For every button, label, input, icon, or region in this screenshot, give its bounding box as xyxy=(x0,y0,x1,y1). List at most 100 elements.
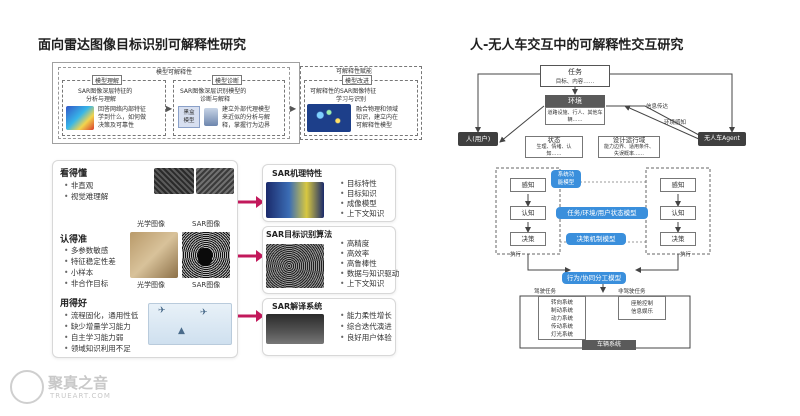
black-box-model-l1: 黑盒 xyxy=(183,110,195,116)
sar-mechanism-item-2: 目标知识 xyxy=(340,188,377,199)
left-arrows xyxy=(238,196,264,322)
black-box-model-l2: 模型 xyxy=(183,118,195,124)
environment-header: 环境 xyxy=(545,95,605,107)
system-ability-l1: 系统功 xyxy=(557,172,575,178)
sar-mechanism-item-4: 上下文知识 xyxy=(340,208,385,219)
interpretability-group xyxy=(58,67,290,139)
sar-algorithm-image xyxy=(266,244,324,288)
section-use-title: 用得好 xyxy=(60,299,88,309)
improve-desc-1: 融合物理和领域 xyxy=(356,106,399,113)
left-cognize-node: 认知 xyxy=(510,206,546,220)
group3-title: 可解释性赋能 xyxy=(336,68,373,75)
behavior-cooperation-model: 行为/协同分工模型 xyxy=(562,272,626,284)
task-sub: 目标、内容…… xyxy=(555,79,595,85)
function-infotainment: 信息娱乐 xyxy=(630,309,653,315)
sar-system-image xyxy=(266,314,324,344)
black-box-model: 黑盒 模型 xyxy=(178,106,200,128)
section-see-item-1: 非直观 xyxy=(64,180,94,191)
section-recognize-item-3: 小样本 xyxy=(64,267,94,278)
heatmap-image xyxy=(66,106,94,130)
watermark-cn: 聚真之音 xyxy=(48,374,109,392)
feature-analysis-line2: 分析与理解 xyxy=(86,96,117,103)
function-brake: 制动系统 xyxy=(550,308,573,314)
right-perceive-node: 感知 xyxy=(660,178,696,192)
watermark-logo-icon xyxy=(10,370,44,404)
sar-system-item-3: 良好用户体验 xyxy=(340,332,392,343)
aircraft-icon: ✈ xyxy=(200,308,208,318)
info-label: 信息传达 xyxy=(646,104,669,110)
sar-algorithm-item-4: 数据与知识驱动 xyxy=(340,268,400,279)
sar-algorithm-item-1: 高精度 xyxy=(340,238,370,249)
section-recognize-item-1: 多参数敏感 xyxy=(64,245,109,256)
section-recognize-item-2: 特征稳定性差 xyxy=(64,256,116,267)
network-image xyxy=(307,104,351,132)
label-optical-top: 光学图像 xyxy=(137,220,165,228)
state-box: 状态 生理、情绪、认 知…… xyxy=(525,136,583,158)
section-use-item-4: 领域知识利用不足 xyxy=(64,343,131,354)
left-page-title: 面向雷达图像目标识别可解释性研究 xyxy=(38,38,247,53)
exec-right-label: 执行 xyxy=(680,252,692,258)
sar-mechanism-image xyxy=(266,182,324,218)
label-optical-bottom: 光学图像 xyxy=(137,281,165,289)
sar-image-top-right xyxy=(196,168,234,194)
model-diagnosis-tag: 模型诊断 xyxy=(212,75,242,85)
function-cabin: 座舱控制 xyxy=(630,301,653,307)
task-env-user-model: 任务/环境/用户状态模型 xyxy=(556,207,648,219)
diagnosis-line2: 诊断与解释 xyxy=(200,96,231,103)
feature-desc-2: 学到什么，如何做 xyxy=(98,114,147,121)
improve-line1: 可解释性的SAR图像特征 xyxy=(310,88,377,95)
section-recognize-item-4: 非合作目标 xyxy=(64,278,109,289)
odd-label: 设计运行域 xyxy=(612,136,646,144)
task-label: 任务 xyxy=(568,68,582,76)
proxy-model-image xyxy=(204,108,218,126)
improve-line2: 学习与识别 xyxy=(336,96,367,103)
model-understanding-tag: 模型理解 xyxy=(92,75,122,85)
section-use-item-1: 流程固化，通用性低 xyxy=(64,310,139,321)
left-perceive-node: 感知 xyxy=(510,178,546,192)
improve-desc-2: 知识，建立内在 xyxy=(356,114,399,121)
diagnosis-desc-2: 来近似的分析与解 xyxy=(222,114,271,121)
label-sar-bottom: SAR图像 xyxy=(192,281,221,289)
feature-desc-1: 回答网络内部特征 xyxy=(98,106,147,113)
section-use-item-2: 缺少增量学习能力 xyxy=(64,321,131,332)
odd-sub-1: 能力边界、适用条件、 xyxy=(603,144,654,150)
exec-left-label: 执行 xyxy=(510,252,522,258)
application-illustration xyxy=(148,303,232,345)
sar-target-blob xyxy=(198,248,212,266)
label-sar-top: SAR图像 xyxy=(192,220,221,228)
empower-group xyxy=(300,66,422,140)
model-improve-tag: 模型改进 xyxy=(342,75,372,85)
sar-image-top-left xyxy=(154,168,194,194)
env-perceive-label: 环境感知 xyxy=(664,120,687,126)
diagnosis-line1: SAR图像深层识别模型的 xyxy=(180,88,247,95)
sar-algorithm-item-2: 高效率 xyxy=(340,248,370,259)
arrow-2-icon: ▶ xyxy=(290,104,297,113)
sar-algorithm-item-5: 上下文知识 xyxy=(340,278,385,289)
feature-desc-3: 决策及可靠性 xyxy=(98,122,135,129)
function-lighting: 灯光系统 xyxy=(550,332,573,338)
odd-box: 设计运行域 能力边界、适用条件、 失误概率…… xyxy=(598,136,660,158)
ground-station-icon: ▲ xyxy=(178,326,185,336)
function-transmission: 传动系统 xyxy=(550,324,573,330)
right-decide-node: 决策 xyxy=(660,232,696,246)
vehicle-functions-right: 座舱控制 信息娱乐 xyxy=(618,296,666,320)
decision-mechanism-model: 决策机制模型 xyxy=(566,233,626,245)
environment-box: 道路设施、行人、其他车 辆…… xyxy=(545,107,605,125)
system-ability-model: 系统功 能模型 xyxy=(551,170,581,188)
vehicle-functions-left: 转向系统 制动系统 动力系统 传动系统 灯光系统 xyxy=(538,296,586,340)
env-sub-2: 辆…… xyxy=(567,117,583,123)
improve-desc-3: 可解释性模型 xyxy=(356,122,393,129)
group1-title: 模型可解释性 xyxy=(156,69,193,76)
section-see-title: 看得懂 xyxy=(60,169,88,179)
diagnosis-desc-1: 建立外部代理模型 xyxy=(222,106,271,113)
state-sub-2: 知…… xyxy=(546,151,562,157)
sar-algorithm-item-3: 高鲁棒性 xyxy=(340,258,377,269)
watermark-en: TRUEART.COM xyxy=(50,392,111,400)
right-cognize-node: 认知 xyxy=(660,206,696,220)
left-decide-node: 决策 xyxy=(510,232,546,246)
env-sub-1: 道路设施、行人、其他车 xyxy=(547,110,603,116)
state-sub-1: 生理、情绪、认 xyxy=(536,144,572,150)
state-label: 状态 xyxy=(547,136,561,144)
function-power: 动力系统 xyxy=(550,316,573,322)
optical-image xyxy=(130,232,178,278)
